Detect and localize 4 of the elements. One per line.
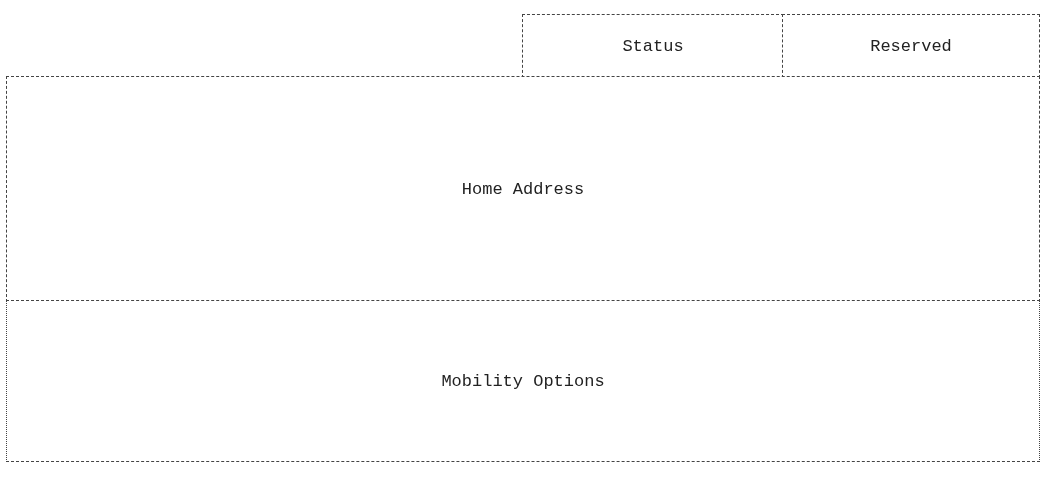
reserved-field: Reserved [782, 14, 1040, 78]
mobility-options-field: Mobility Options [6, 300, 1040, 462]
status-field: Status [522, 14, 784, 78]
home-address-field: Home Address [6, 76, 1040, 302]
